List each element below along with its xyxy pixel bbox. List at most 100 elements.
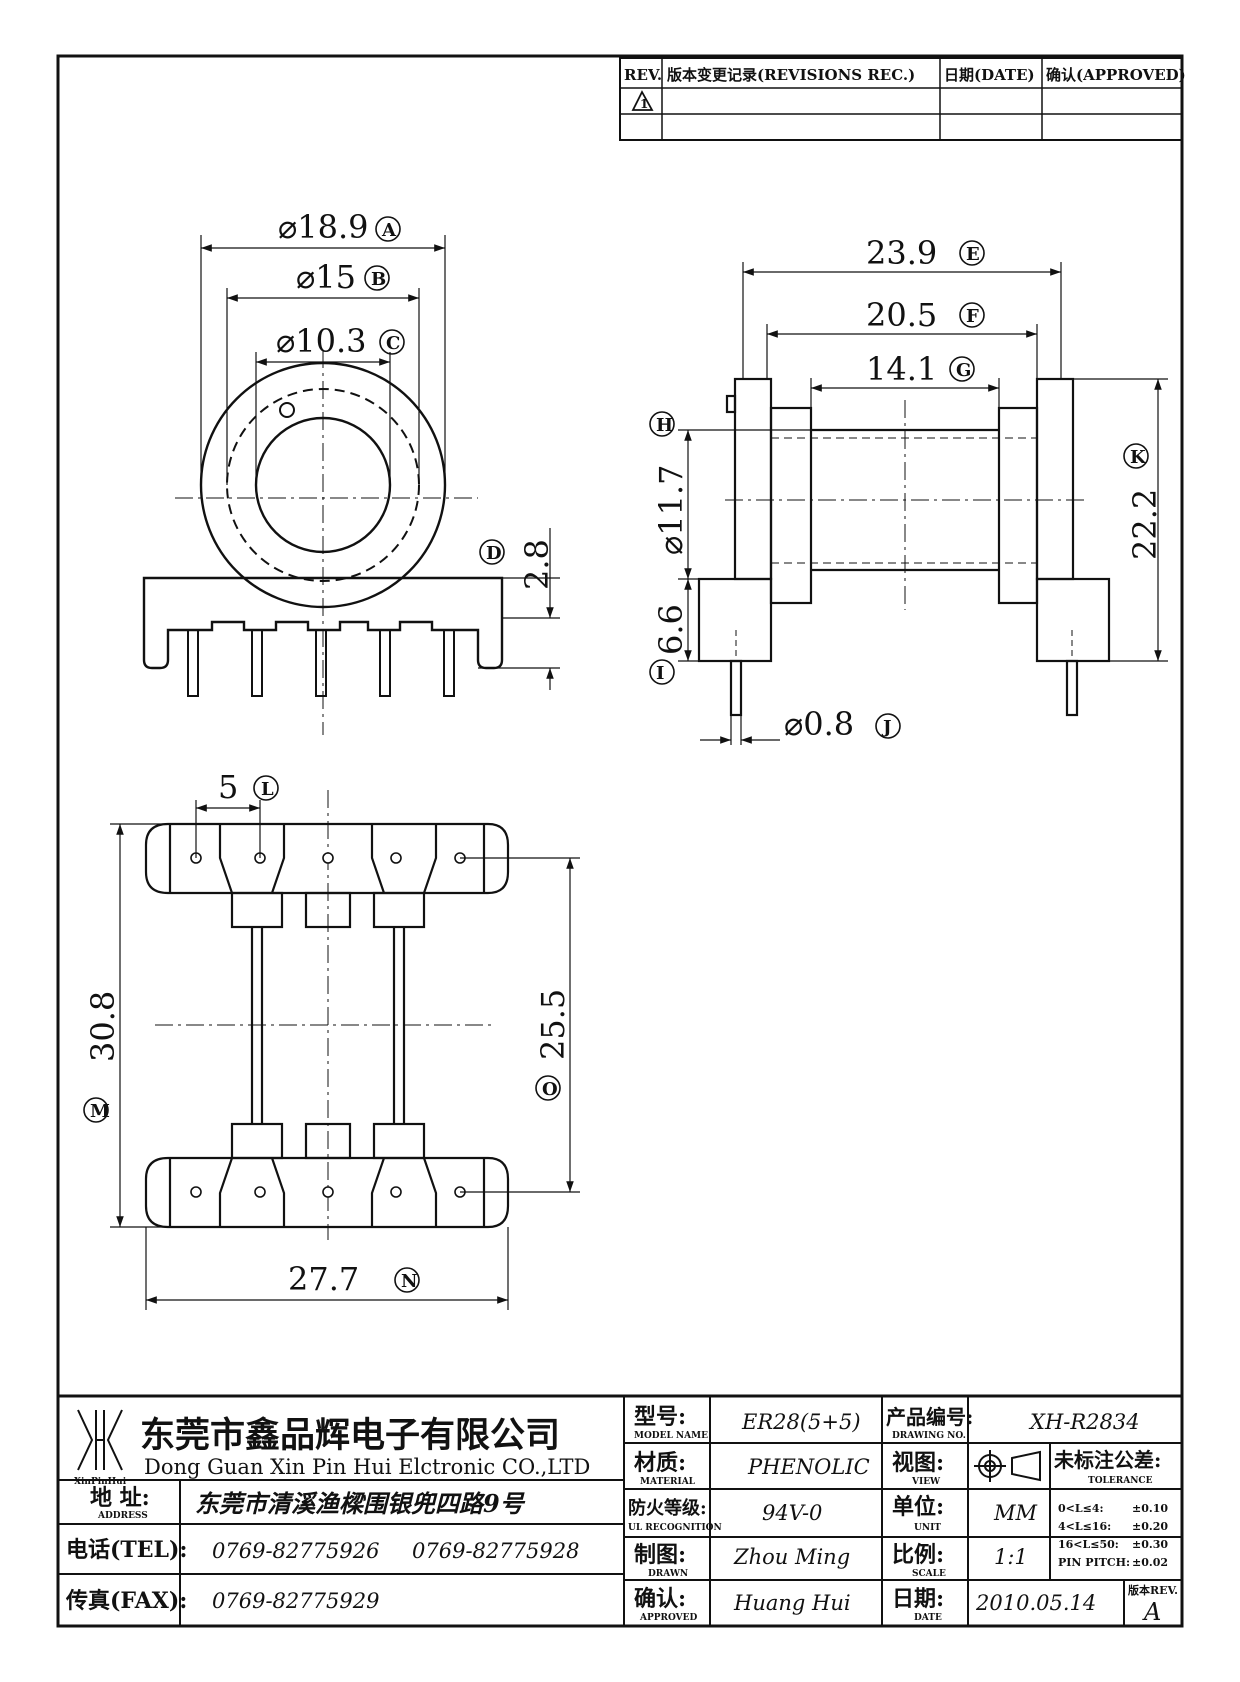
svg-text:0<L≤4:: 0<L≤4: [1058,1502,1104,1515]
side-view [697,377,1111,717]
svg-text:⌀15: ⌀15 [296,258,356,296]
svg-text:±0.30: ±0.30 [1132,1538,1168,1551]
company-logo: XinPinHui [74,1409,127,1487]
model-value: ER28(5+5) [741,1410,861,1434]
drawing-no-label: 产品编号: [886,1405,973,1429]
company-name-en: Dong Guan Xin Pin Hui Elctronic CO.,LTD [144,1455,590,1479]
svg-text:23.9: 23.9 [866,234,937,272]
svg-text:16<L≤50:: 16<L≤50: [1058,1538,1119,1551]
dim-N: 27.7 N [288,1260,420,1298]
dim-F: 20.5 F [866,296,985,334]
scale-sub: SCALE [912,1569,946,1579]
dim-M: 30.8 M [83,991,122,1123]
svg-text:⌀0.8: ⌀0.8 [784,705,854,743]
svg-text:K: K [1130,447,1147,468]
side-view-dimensions [678,262,1168,745]
svg-text:PIN PITCH:: PIN PITCH: [1058,1556,1130,1569]
svg-text:6.6: 6.6 [652,604,690,655]
view-label: 视图: [892,1450,944,1476]
unit-sub: UNIT [914,1523,941,1533]
material-sub: MATERIAL [640,1477,696,1487]
flame-value: 94V-0 [762,1501,822,1525]
version-value: A [1142,1598,1161,1626]
view-sub: VIEW [911,1477,941,1487]
revisions-header: 版本变更记录(REVISIONS REC.) [667,66,915,84]
dim-C: ⌀10.3 C [276,322,405,360]
flame-label: 防火等级: [628,1497,707,1519]
address-value: 东莞市清溪渔樑围银兜四路9号 [195,1489,526,1518]
date-value: 2010.05.14 [975,1591,1096,1615]
dim-A: ⌀18.9 A [278,208,401,246]
dim-L: 5 L [218,768,279,806]
svg-text:2.8: 2.8 [518,539,556,590]
title-block [56,1394,1184,1628]
company-name-cn: 东莞市鑫品辉电子有限公司 [140,1415,560,1456]
dim-G: 14.1 G [866,350,975,388]
svg-text:F: F [966,306,979,327]
tolerance-label: 未标注公差: [1054,1448,1161,1472]
svg-text:20.5: 20.5 [866,296,937,334]
approved-header: 确认(APPROVED) [1046,66,1186,84]
svg-text:5: 5 [218,768,238,806]
svg-text:O: O [542,1079,558,1100]
svg-text:⌀18.9: ⌀18.9 [278,208,369,246]
version-label: 版本REV. [1128,1583,1178,1597]
svg-text:±0.02: ±0.02 [1132,1556,1168,1569]
drawn-sub: DRAWN [648,1569,688,1579]
svg-text:B: B [371,269,386,290]
dim-I: 6.6 I [649,604,690,685]
fax-value: 0769-82775929 [212,1589,379,1613]
rev-header: REV. [624,66,662,84]
svg-text:L: L [261,779,274,800]
approved-sub: APPROVED [639,1613,698,1623]
bottom-view-dimensions [110,800,580,1310]
svg-text:⌀11.7: ⌀11.7 [652,464,690,555]
fax-label: 传真(FAX): [65,1588,187,1614]
material-value: PHENOLIC [747,1455,870,1479]
scale-label: 比例: [892,1542,944,1568]
drawn-label: 制图: [634,1542,686,1568]
svg-text:E: E [966,244,980,265]
svg-text:±0.10: ±0.10 [1132,1502,1168,1515]
svg-text:22.2: 22.2 [1126,489,1164,560]
tel-2: 0769-82775928 [412,1539,579,1563]
svg-text:⌀10.3: ⌀10.3 [276,322,367,360]
revision-table: REV. 版本变更记录(REVISIONS REC.) 日期(DATE) 确认(… [619,57,1186,141]
svg-text:D: D [486,543,502,564]
tel-1: 0769-82775926 [212,1539,379,1563]
svg-text:N: N [401,1271,417,1292]
address-label: 地 址: [90,1485,150,1511]
drawing-no-sub: DRAWING NO. [892,1431,966,1441]
model-sub: MODEL NAME [634,1431,708,1441]
svg-text:J: J [881,717,892,738]
svg-text:H: H [656,415,673,436]
svg-text:30.8: 30.8 [84,991,122,1062]
date-label: 日期: [892,1586,944,1612]
dim-E: 23.9 E [866,234,985,272]
svg-text:I: I [656,663,664,684]
revision-triangle-icon: 1 [631,90,654,111]
flame-sub: UL RECOGNITION [628,1523,722,1533]
tolerance-sub: TOLERANCE [1088,1476,1153,1486]
approved-label: 确认: [634,1586,686,1612]
svg-text:M: M [90,1101,110,1122]
tel-label: 电话(TEL): [66,1537,188,1563]
svg-text:27.7: 27.7 [288,1260,359,1298]
svg-text:G: G [956,360,971,381]
svg-text:25.5: 25.5 [534,989,572,1060]
front-view-dimensions [200,235,560,690]
logo-text: XinPinHui [74,1477,127,1487]
tolerance-table: 0<L≤4: ±0.10 4<L≤16: ±0.20 16<L≤50: ±0.3… [1058,1502,1168,1569]
revision-number: 1 [640,97,648,111]
dim-J: ⌀0.8 J [784,705,901,743]
svg-text:±0.20: ±0.20 [1132,1520,1168,1533]
dim-H: ⌀11.7 H [649,411,690,555]
dim-K: 22.2 K [1123,443,1164,560]
svg-text:A: A [381,220,397,241]
address-sub: ADDRESS [97,1511,148,1521]
dim-B: ⌀15 B [296,258,390,296]
model-label: 型号: [634,1404,686,1430]
drawing-no-value: XH-R2834 [1028,1410,1140,1434]
dim-D: 2.8 D [479,539,556,590]
